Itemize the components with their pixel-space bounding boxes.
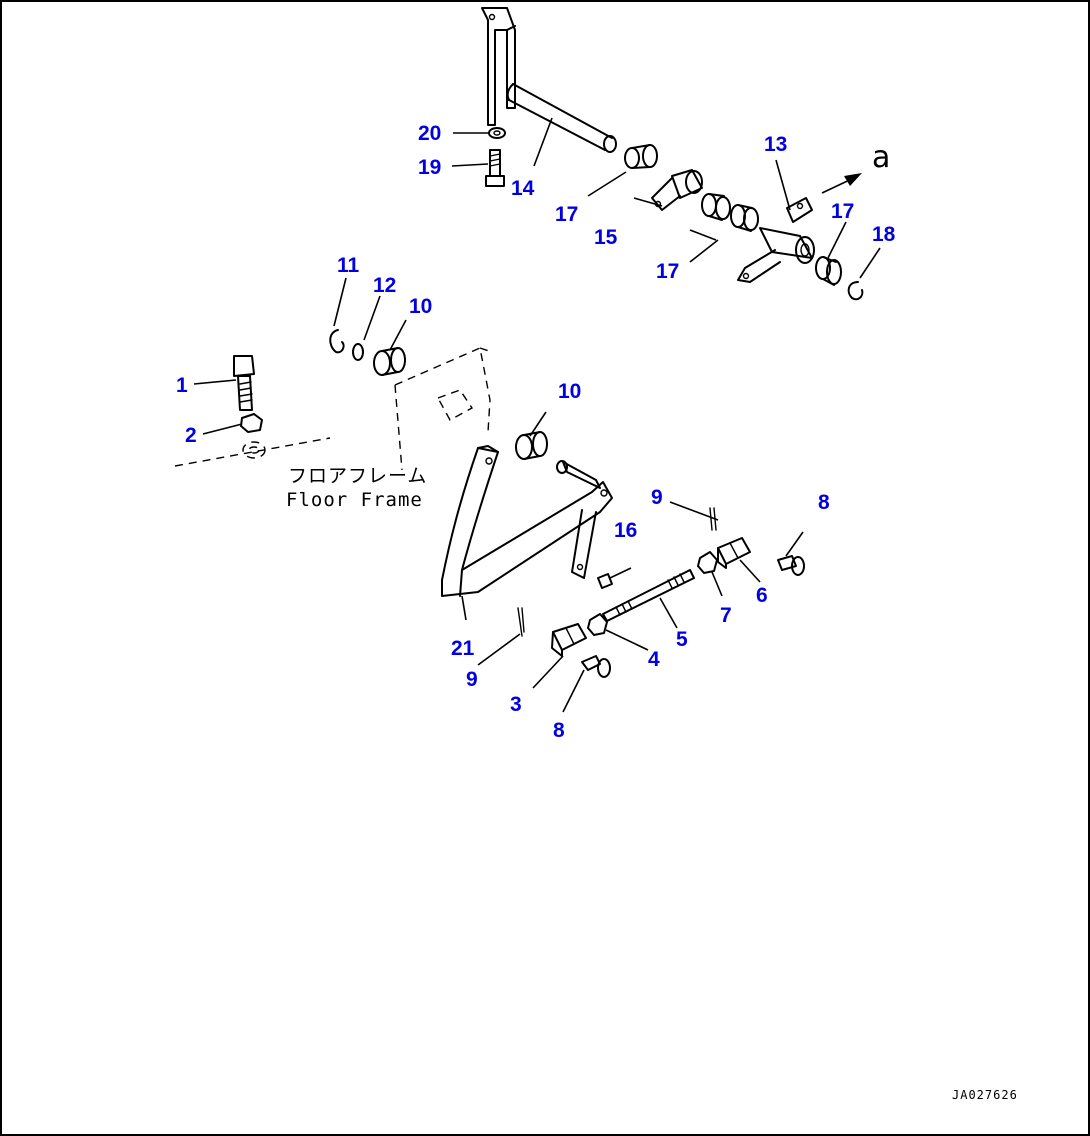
pin-part-16 bbox=[597, 573, 613, 589]
callout-8-upper: 8 bbox=[818, 491, 830, 514]
callout-7: 7 bbox=[720, 604, 732, 627]
callout-labels: 1 2 3 4 5 6 7 8 8 9 9 10 10 11 12 13 14 … bbox=[176, 122, 896, 742]
pedal-part-21 bbox=[441, 445, 613, 597]
callout-6: 6 bbox=[756, 584, 768, 607]
callout-11: 11 bbox=[337, 254, 360, 277]
callout-13: 13 bbox=[764, 133, 787, 156]
floor-frame-outline bbox=[174, 347, 493, 471]
lever-part-13 bbox=[737, 197, 815, 283]
bushing-part-10-middle bbox=[515, 431, 548, 460]
callout-12: 12 bbox=[373, 274, 396, 297]
clevis-part-3 bbox=[551, 623, 587, 657]
bushing-part-17-top bbox=[624, 144, 658, 169]
callout-4: 4 bbox=[648, 648, 660, 671]
callout-21: 21 bbox=[451, 637, 475, 660]
lever-part-15 bbox=[651, 169, 703, 211]
callout-14: 14 bbox=[511, 177, 535, 200]
callout-9-upper: 9 bbox=[651, 486, 663, 509]
washer-part-12 bbox=[352, 343, 364, 361]
nut-part-2 bbox=[240, 413, 263, 433]
nut-part-7 bbox=[697, 551, 718, 574]
callout-1: 1 bbox=[176, 374, 188, 397]
bolt-part-1 bbox=[233, 355, 255, 411]
bushing-pair-part-17 bbox=[701, 193, 759, 232]
callout-8-lower: 8 bbox=[553, 719, 565, 742]
snap-ring-part-11 bbox=[329, 329, 345, 354]
callout-16: 16 bbox=[614, 519, 637, 542]
callout-20: 20 bbox=[418, 122, 441, 145]
direction-label: a bbox=[872, 140, 890, 175]
cotter-pin-part-9-lower bbox=[517, 607, 525, 637]
callout-19: 19 bbox=[418, 156, 441, 179]
callout-2: 2 bbox=[185, 424, 197, 447]
leader-lines bbox=[193, 117, 881, 713]
pin-part-8-upper bbox=[777, 555, 805, 576]
callout-3: 3 bbox=[510, 693, 522, 716]
direction-arrow bbox=[821, 173, 862, 194]
floor-frame-hole bbox=[242, 441, 266, 459]
callout-10-middle: 10 bbox=[558, 380, 581, 403]
bracket-shaft-part-14 bbox=[481, 7, 617, 153]
bushing-part-10-top bbox=[373, 347, 406, 376]
callout-17-right: 17 bbox=[831, 200, 854, 223]
nut-part-4 bbox=[587, 613, 608, 636]
washer-part-20 bbox=[488, 127, 506, 139]
snap-ring-part-18 bbox=[847, 281, 864, 301]
callout-5: 5 bbox=[676, 628, 688, 651]
pin-part-8-lower bbox=[581, 655, 611, 678]
callout-10-top: 10 bbox=[409, 295, 432, 318]
bushing-part-17-right bbox=[815, 256, 842, 286]
floor-frame-label-jp: フロアフレーム bbox=[288, 465, 427, 487]
bolt-part-19 bbox=[485, 149, 505, 187]
callout-9-lower: 9 bbox=[466, 668, 478, 691]
floor-frame-label-en: Floor Frame bbox=[286, 489, 423, 511]
rod-part-5 bbox=[602, 569, 695, 622]
callout-15: 15 bbox=[594, 226, 618, 249]
callout-18: 18 bbox=[872, 223, 896, 246]
drawing-code: JA027626 bbox=[952, 1088, 1018, 1102]
callout-17-left: 17 bbox=[555, 203, 578, 226]
washer-hole bbox=[493, 130, 501, 136]
callout-17-middle: 17 bbox=[656, 260, 679, 283]
clevis-part-6 bbox=[717, 537, 751, 569]
